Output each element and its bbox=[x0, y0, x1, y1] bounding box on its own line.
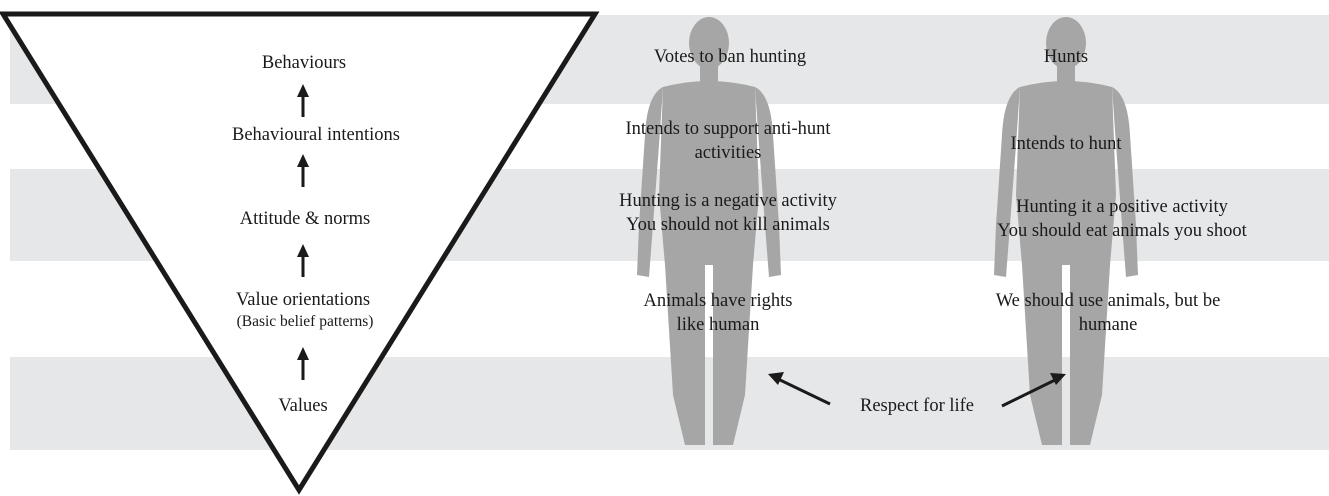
left-intention-line-1: Intends to support anti-hunt bbox=[625, 119, 831, 139]
right-value-orientation-line-1: We should use animals, but be bbox=[995, 291, 1221, 311]
left-attitude-line-1: Hunting is a negative activity bbox=[619, 191, 837, 211]
arrow-to-left-person bbox=[768, 372, 831, 406]
respect-arrows bbox=[768, 372, 1066, 408]
right-intention: Intends to hunt bbox=[1010, 134, 1122, 154]
arrow-up-1 bbox=[297, 84, 309, 117]
left-value-orientation: Animals have rights like human bbox=[643, 289, 792, 337]
left-value-orientation-line-1: Animals have rights bbox=[643, 291, 793, 311]
level-value-orientations: Value orientations bbox=[235, 290, 371, 310]
arrow-up-2 bbox=[297, 154, 309, 187]
left-behaviour: Votes to ban hunting bbox=[653, 47, 807, 67]
left-attitude: Hunting is a negative activity You shoul… bbox=[619, 189, 837, 237]
level-arrows bbox=[297, 84, 309, 380]
right-attitude-line-2: You should eat animals you shoot bbox=[997, 221, 1247, 241]
arrow-up-3 bbox=[297, 244, 309, 277]
right-value-orientation-line-2: humane bbox=[1078, 315, 1138, 335]
left-intention: Intends to support anti-hunt activities bbox=[625, 117, 830, 165]
right-attitude: Hunting it a positive activity You shoul… bbox=[997, 195, 1246, 243]
level-behavioural-intentions: Behavioural intentions bbox=[231, 125, 401, 145]
right-value-orientation: We should use animals, but be humane bbox=[996, 289, 1221, 337]
left-attitude-line-2: You should not kill animals bbox=[626, 215, 830, 235]
left-intention-line-2: activities bbox=[694, 143, 762, 163]
right-attitude-line-1: Hunting it a positive activity bbox=[1016, 197, 1228, 217]
level-behaviours: Behaviours bbox=[261, 53, 347, 73]
shared-value-label: Respect for life bbox=[859, 396, 975, 416]
arrow-to-right-person bbox=[1001, 373, 1066, 408]
level-values: Values bbox=[278, 396, 328, 416]
value-orientations-note: (Basic belief patterns) bbox=[236, 313, 374, 330]
band-values bbox=[10, 357, 1329, 450]
arrow-up-4 bbox=[297, 347, 309, 380]
level-attitude-norms: Attitude & norms bbox=[239, 209, 371, 229]
right-behaviour: Hunts bbox=[1043, 47, 1089, 67]
cognitive-hierarchy-triangle bbox=[0, 11, 600, 495]
left-value-orientation-line-2: like human bbox=[676, 315, 760, 335]
